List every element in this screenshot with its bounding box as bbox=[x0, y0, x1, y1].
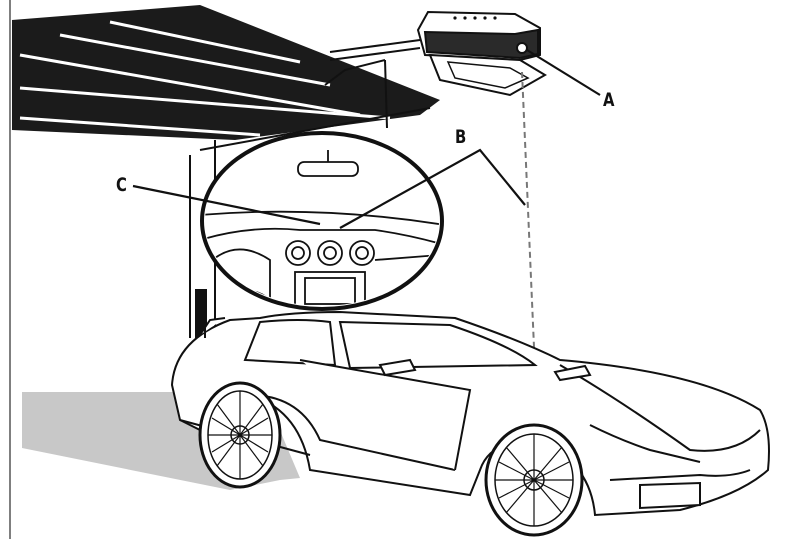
callout-label-b: B bbox=[455, 126, 467, 148]
garage-door bbox=[12, 5, 440, 140]
callout-label-a: A bbox=[603, 89, 615, 111]
front-wheel bbox=[484, 423, 584, 537]
opener-rail bbox=[324, 39, 421, 129]
callout-leaders bbox=[132, 49, 601, 229]
car bbox=[170, 310, 770, 517]
callout-label-c: C bbox=[116, 174, 127, 196]
garage-opener-unit bbox=[416, 10, 547, 97]
signal-line bbox=[521, 71, 536, 371]
rear-wheel bbox=[198, 381, 282, 489]
dashboard-inset bbox=[200, 131, 444, 311]
